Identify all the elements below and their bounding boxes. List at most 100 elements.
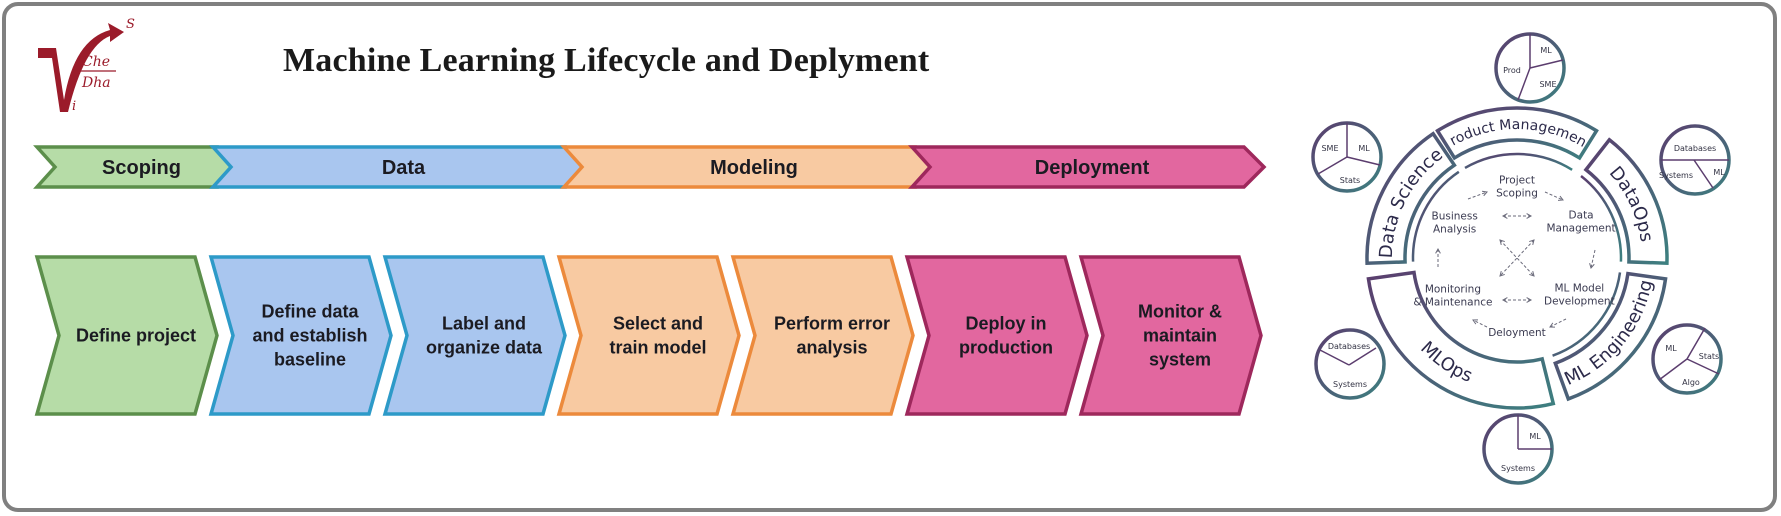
satellite-divider <box>1348 347 1377 366</box>
step-chevron-shape <box>382 255 567 416</box>
satellite-divider <box>1517 67 1531 101</box>
satellite-segment-label: ML <box>1358 144 1370 153</box>
satellite-divider <box>1529 59 1564 69</box>
step-label-line: Define data <box>261 302 359 322</box>
flow-arrows <box>1435 190 1596 328</box>
stage-label: Deployment <box>1035 157 1150 179</box>
inner-stage-label: Project <box>1499 175 1535 187</box>
satellite-divider <box>1686 327 1706 360</box>
band-shape <box>1366 270 1556 410</box>
satellite-segment-label: Stats <box>1699 352 1719 361</box>
satellite-segment-label: SME <box>1539 80 1556 89</box>
logo-letter-s: S <box>126 17 135 32</box>
satellite-segment-label: ML <box>1713 168 1725 177</box>
arrow-icon <box>1467 190 1488 200</box>
satellite-divider <box>1317 156 1348 175</box>
arrow-icon <box>1472 319 1488 328</box>
double-arrow-icon <box>1501 213 1533 219</box>
step-label-line: Define project <box>76 326 196 346</box>
step-label-line: Perform error <box>774 314 890 334</box>
logo-letter-i: i <box>72 99 76 114</box>
satellite-segment-label: Stats <box>1340 176 1360 185</box>
stage-chevron-scoping: Scoping <box>33 145 241 189</box>
step-row: Define project Define data and establish ba… <box>34 255 1263 416</box>
stage-chevron-data: Data <box>209 145 589 189</box>
step-label-line: baseline <box>274 350 346 370</box>
step-chevron: Label and organize data <box>382 255 567 416</box>
stage-label: Modeling <box>710 157 798 179</box>
band-shape <box>1435 106 1599 161</box>
inner-stage-label: & Maintenance <box>1413 297 1492 309</box>
inner-stage-label: Analysis <box>1433 224 1476 236</box>
step-label-line: production <box>959 338 1053 358</box>
satellite-segment-label: Algo <box>1682 378 1700 387</box>
inner-stage-label: Management <box>1547 223 1616 235</box>
step-label-line: Select and <box>613 314 703 334</box>
inner-stage-label: Deloyment <box>1488 327 1546 339</box>
logo-letter-che: Che <box>82 54 110 70</box>
stage-label: Data <box>382 157 426 179</box>
step-label-line: organize data <box>426 338 543 358</box>
satellite-divider <box>1319 349 1350 366</box>
satellite-divider <box>1658 358 1688 381</box>
satellite-segment-label: Databases <box>1328 342 1370 351</box>
step-chevron: Select and train model <box>556 255 741 416</box>
stage-band: Scoping Data Modeling Deployment <box>33 145 1267 189</box>
step-chevron-shape <box>208 255 393 416</box>
satellite-divider <box>1686 358 1720 375</box>
stage-chevron-deployment: Deployment <box>908 145 1267 189</box>
satellite-segment-label: Systems <box>1659 171 1693 180</box>
double-arrow-icon <box>1499 239 1535 277</box>
double-arrow-icon <box>1499 239 1535 277</box>
inner-circle-arc <box>1552 272 1622 357</box>
inner-stage-label: Business <box>1431 211 1477 223</box>
stage-chevron-shape <box>908 145 1267 189</box>
inner-circle-arc <box>1411 170 1460 262</box>
satellite-divider <box>1346 156 1381 166</box>
step-label-line: Label and <box>442 314 526 334</box>
satellite-segment-label: Databases <box>1674 144 1716 153</box>
step-label-line: Monitor & <box>1138 302 1222 322</box>
step-chevron: Define project <box>34 255 219 416</box>
stage-label: Scoping <box>102 157 181 179</box>
step-chevron-shape <box>34 255 219 416</box>
step-chevron: Define data and establish baseline <box>208 255 393 416</box>
double-arrow-icon <box>1501 297 1533 303</box>
step-chevron-shape <box>904 255 1089 416</box>
arrow-icon <box>1435 247 1441 267</box>
logo-root-arrow-icon <box>38 23 124 112</box>
inner-stage-label: Monitoring <box>1425 284 1481 296</box>
arrow-icon <box>1544 191 1564 201</box>
satellite-segment-label: Systems <box>1333 380 1367 389</box>
inner-stage-label: ML Model <box>1554 283 1604 295</box>
step-chevron-shape <box>730 255 915 416</box>
inner-circle-arc <box>1464 152 1573 171</box>
inner-stage-label: Scoping <box>1496 188 1538 200</box>
page-title: Machine Learning Lifecycle and Deplyment <box>283 42 930 79</box>
step-label-line: system <box>1149 350 1211 370</box>
logo-letter-dha: Dha <box>81 75 111 91</box>
band-shape <box>1583 137 1669 266</box>
step-chevron-shape <box>556 255 741 416</box>
band-dataops: DataOps <box>1583 137 1669 266</box>
step-label-line: and establish <box>252 326 367 346</box>
inner-stage-monitoring-maintenance: Monitoring& Maintenance <box>1413 284 1492 309</box>
arrow-icon <box>1549 318 1567 328</box>
step-chevron: Perform error analysis <box>730 255 915 416</box>
inner-circle-arc <box>1580 175 1623 262</box>
satellite-segment-label: ML <box>1665 344 1677 353</box>
step-label-line: train model <box>609 338 706 358</box>
arrow-icon <box>1589 249 1596 270</box>
step-label-line: analysis <box>796 338 867 358</box>
inner-circle <box>1411 152 1623 357</box>
inner-stage-label: Data <box>1569 210 1594 222</box>
